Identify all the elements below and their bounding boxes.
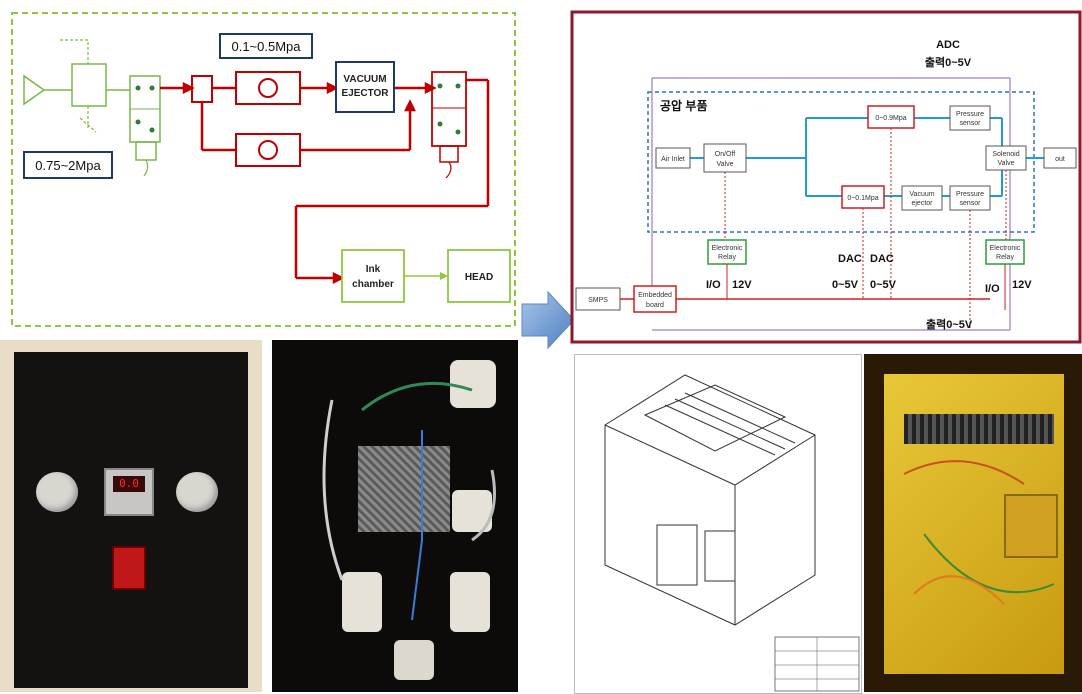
pressure-range-top: 0.1~0.5Mpa [231,39,301,54]
relay-right-label-2: Relay [996,254,1014,261]
vacuum-ejector-label-2: EJECTOR [341,88,389,99]
vacuum-ejector-block-label-1: Vacuum [909,191,934,198]
ink-chamber-label-1: Ink [366,264,381,275]
bottom-output-label: 출력0~5V [926,317,973,331]
dac-label-2: DAC [870,253,894,265]
v12-right-label: 12V [1012,279,1032,291]
relay-left-label-2: Relay [718,254,736,261]
pressure-range-left: 0.75~2Mpa [35,158,101,173]
pressure-display: 0.0 [104,468,154,516]
adc-output-label: 출력0~5V [925,55,972,69]
vacuum-ejector-block-label-2: ejector [911,200,933,207]
control-block-diagram: ADC 출력0~5V 공압 부품 Air Inlet On/Off Valve … [570,10,1082,346]
solenoid-valve-label-1: Solenoid [992,151,1019,158]
head-label: HEAD [465,272,493,283]
display-readout: 0.0 [113,476,145,492]
ink-chamber-box [342,250,404,302]
ink-chamber-label-2: chamber [352,279,394,290]
io-right-label: I/O [985,283,1000,295]
regulator-bottom-label: 0~0.1Mpa [847,195,878,202]
group-label: 공압 부품 [660,99,708,113]
solenoid-valve-label-2: Valve [998,160,1015,167]
smps-label: SMPS [588,297,608,304]
power-switch [112,546,146,590]
range-label-2: 0~5V [870,279,897,291]
out-label: out [1055,156,1065,163]
cad-drawing [574,354,862,694]
flow-arrow [518,290,578,352]
io-left-label: I/O [706,279,721,291]
pressure-sensor-top-label-1: Pressure [956,111,984,118]
pressure-sensor-bottom-label-1: Pressure [956,191,984,198]
enclosure-photo [864,354,1082,692]
onoff-valve-label-1: On/Off [715,151,736,158]
panel-enclosure [14,352,248,688]
regulator-top-label: 0~0.9Mpa [875,115,906,122]
relay-left-label-1: Electronic [712,245,743,252]
internal-photo [272,340,518,692]
vacuum-ejector-label-1: VACUUM [343,74,386,85]
dac-label-1: DAC [838,253,862,265]
front-panel-photo: 0.0 [0,340,262,692]
pressure-sensor-top-label-2: sensor [959,120,981,127]
v12-left-label: 12V [732,279,752,291]
range-label-1: 0~5V [832,279,859,291]
adc-label: ADC [936,39,960,51]
pneumatic-schematic: VACUUM EJECTOR 0.1~0.5Mpa 0.75~2Mpa Ink … [0,0,520,335]
relay-right-label-1: Electronic [990,245,1021,252]
pressure-sensor-bottom-label-2: sensor [959,200,981,207]
air-inlet-label: Air Inlet [661,156,685,163]
onoff-valve-label-2: Valve [717,161,734,168]
right-knob [176,472,218,512]
embedded-board-label-1: Embedded [638,292,672,299]
embedded-board-label-2: board [646,302,664,309]
left-knob [36,472,78,512]
vacuum-ejector-box [336,62,394,112]
